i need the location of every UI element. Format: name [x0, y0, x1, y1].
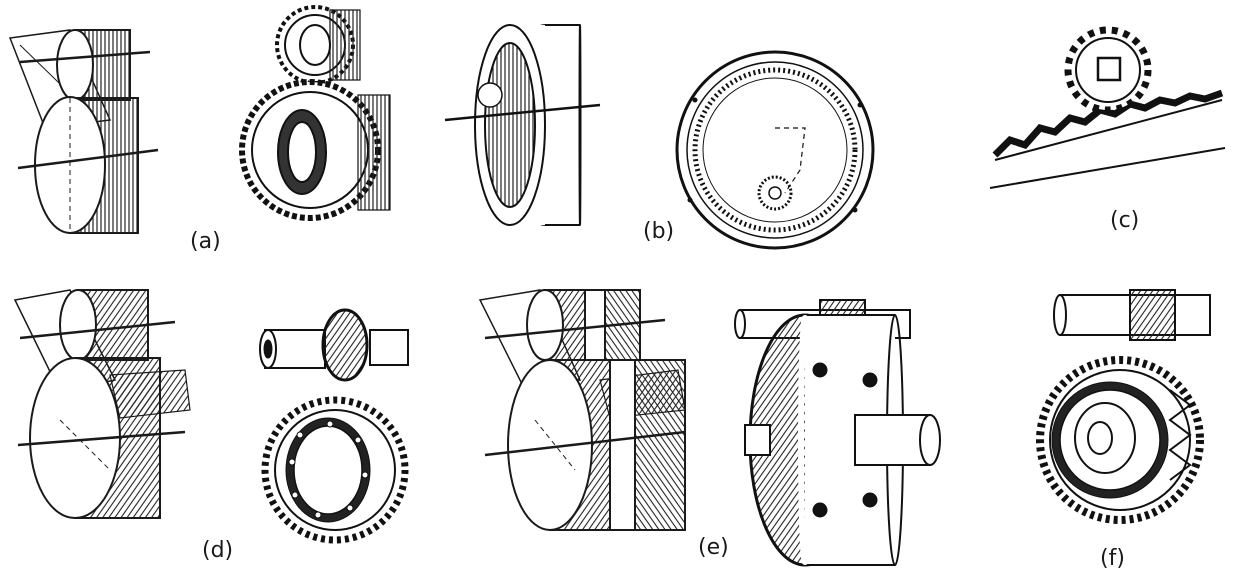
panel-label-d: (d) [202, 538, 234, 563]
spur-gear-pair-drawing [239, 5, 391, 221]
helical-pinion [321, 308, 369, 382]
panel-label-e: (e) [698, 535, 729, 560]
helical-gear-bolt-holes [288, 420, 369, 519]
rack-and-pinion-drawing [989, 26, 1226, 189]
ring-inner-teeth [484, 42, 536, 208]
internal-gear-face-drawing [675, 50, 875, 250]
herringbone-pattern [1168, 389, 1192, 481]
pinion-shaft [19, 50, 151, 64]
internal-gear-ring-drawing [444, 24, 601, 226]
pinion-end [56, 29, 94, 101]
panel-label-f: (f) [1100, 546, 1125, 571]
herringbone-gear-drawing [1036, 289, 1211, 524]
rack-bar [994, 99, 1223, 161]
ring-rim [675, 50, 875, 250]
small-gear-hub [299, 24, 331, 66]
helical-gear-schematic [13, 289, 191, 519]
double-helical-gear-hub [854, 414, 931, 466]
panel-label-a: (a) [190, 229, 221, 254]
herringbone-pinion [1129, 289, 1176, 341]
ring-shaft [444, 103, 601, 122]
herringbone-gear-right [634, 359, 686, 531]
helical-gear-pair-drawing [259, 308, 409, 544]
panel-label-c: (c) [1110, 208, 1140, 233]
double-helical-schematic [478, 289, 686, 531]
pinion-inside-ring [757, 175, 793, 211]
double-helical-gear-drawing [734, 299, 941, 567]
helical-pinion-end [59, 289, 97, 361]
pinion-square-hub [1096, 56, 1122, 82]
internal-pinion [477, 82, 503, 108]
gear-shaft [17, 148, 159, 170]
rack-base-line [989, 147, 1226, 189]
spur-gear-schematic [8, 29, 159, 234]
panel-label-b: (b) [643, 219, 675, 244]
ring-internal-teeth [692, 67, 858, 233]
